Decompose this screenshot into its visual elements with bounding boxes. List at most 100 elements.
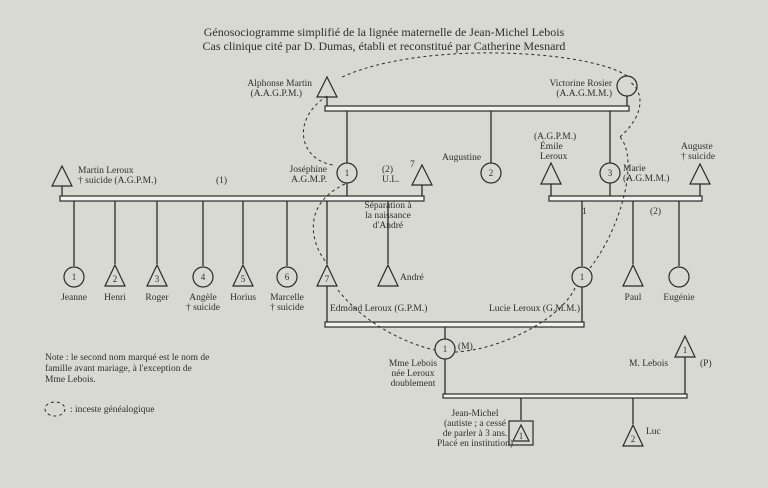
victorine-role: (A.A.G.M.M.): [556, 88, 612, 99]
m-lebois-name: M. Lebois: [629, 359, 668, 369]
auguste-symbol: [689, 162, 711, 185]
jean-michel-note-1: (autiste ; a cessé: [444, 418, 506, 429]
legend-incest-label: : inceste généalogique: [70, 405, 154, 415]
lucie-name: Lucie Leroux (G.M.M.): [489, 303, 580, 314]
alphonse-name: Alphonse Martin: [247, 79, 312, 89]
marie-name: Marie: [623, 164, 646, 174]
diagram-title: Génosociogramme simplifié de la lignée m…: [204, 25, 565, 39]
gen2-right-union-bar: [548, 195, 703, 202]
marcelle-note: † suicide: [270, 303, 304, 313]
edmond-number: 7: [325, 274, 330, 284]
marie-role: (A.G.M.M.): [623, 173, 669, 184]
note-line-1: Note : le second nom marqué est le nom d…: [45, 353, 209, 363]
jean-michel-note-3: Placé en institution): [437, 438, 513, 449]
gen2-left-union-legs: [61, 183, 423, 196]
martin-symbol: [51, 164, 73, 187]
jean-michel-note-2: de parler à 3 ans.: [443, 429, 508, 439]
union-marie-auguste: (2): [650, 206, 661, 217]
edmond-name: Edmond Leroux (G.P.M.): [330, 303, 427, 314]
emile-symbol: [540, 161, 562, 185]
jean-michel-number: 1: [519, 431, 524, 441]
victorine-name: Victorine Rosier: [550, 79, 613, 89]
auguste-note: † suicide: [681, 152, 715, 162]
victorine-symbol: [616, 75, 638, 97]
mme-lebois-name: Mme Lebois: [389, 359, 438, 369]
jean-michel-frame: [508, 420, 534, 446]
augustine-name: Augustine: [442, 153, 481, 163]
alphonse-symbol: [316, 75, 338, 98]
marcelle-number: 6: [285, 272, 290, 282]
m-lebois-number: 1: [683, 345, 688, 355]
paul-symbol: [622, 263, 644, 287]
augustine-number: 2: [489, 168, 494, 178]
emile-first-name: Émile: [540, 140, 563, 152]
horius-name: Horius: [230, 293, 256, 303]
ul-union-label: (2): [382, 164, 393, 175]
gen4-union-legs: [444, 357, 686, 394]
gen5-descent-lines: [520, 398, 634, 424]
marcelle-name: Marcelle: [270, 293, 304, 303]
gen3-descent-lines: [73, 201, 680, 266]
jean-michel-symbol: [512, 423, 530, 442]
martin-role: † suicide (A.G.P.M.): [78, 175, 157, 186]
andre-symbol: [377, 263, 399, 287]
gen1-children-lines: [346, 111, 611, 163]
diagram-subtitle: Cas clinique cité par D. Dumas, établi e…: [203, 39, 566, 53]
mme-lebois-number: 1: [443, 344, 448, 354]
ul-number: 7: [410, 160, 415, 170]
mme-lebois-note: doublement: [391, 379, 436, 389]
ul-symbol: [411, 163, 433, 186]
m-lebois-tag: (P): [700, 358, 712, 369]
mme-lebois-tag: (M): [458, 341, 473, 352]
augustine-symbol: [480, 162, 502, 184]
paul-name: Paul: [625, 293, 642, 303]
martin-name: Martin Leroux: [78, 166, 134, 176]
gen1-union-legs: [326, 96, 628, 106]
note-line-2: famille avant mariage, à l'exception de: [45, 363, 192, 374]
gen2-right-union-legs: [550, 183, 701, 196]
jean-michel-name: Jean-Michel: [452, 409, 499, 419]
josephine-name: Joséphine: [290, 165, 327, 175]
horius-number: 5: [241, 274, 246, 284]
angele-number: 4: [201, 272, 206, 282]
eugenie-symbol: [668, 266, 690, 288]
marie-number: 3: [608, 168, 613, 178]
emile-role: (A.G.P.M.): [534, 131, 576, 142]
henri-name: Henri: [104, 293, 126, 303]
josephine-number: 1: [345, 168, 350, 178]
gen4-union-bar: [442, 393, 688, 399]
roger-name: Roger: [145, 293, 169, 303]
roger-symbol: [146, 263, 168, 287]
angele-name: Angèle: [189, 293, 216, 303]
union-martin-josephine: (1): [216, 175, 227, 186]
angele-note: † suicide: [186, 303, 220, 313]
union-emile-marie: 1: [582, 207, 587, 217]
horius-symbol: [232, 263, 254, 287]
henri-number: 2: [113, 274, 118, 284]
roger-number: 3: [155, 274, 160, 284]
legend-incest-symbol: [44, 401, 66, 417]
mme-lebois-maiden: née Leroux: [392, 369, 435, 379]
luc-symbol: [622, 423, 644, 447]
lucie-number: 1: [580, 272, 585, 282]
jeanne-name: Jeanne: [61, 293, 87, 303]
jeanne-number: 1: [72, 272, 77, 282]
gen3-union-legs: [326, 286, 583, 322]
note-line-3: Mme Lebois.: [45, 375, 96, 385]
alphonse-role: (A.A.G.P.M.): [251, 88, 302, 99]
emile-last-name: Leroux: [540, 152, 568, 162]
incest-loop: [302, 52, 641, 353]
luc-name: Luc: [646, 427, 661, 437]
luc-number: 2: [631, 434, 636, 444]
angele-symbol: [192, 266, 214, 288]
gen1-union-bar: [324, 105, 630, 112]
jeanne-symbol: [63, 266, 85, 288]
eugenie-name: Eugénie: [663, 293, 694, 303]
josephine-role: A.G.M.P.: [291, 175, 327, 185]
marcelle-symbol: [276, 266, 298, 288]
gen3-union-bar: [324, 321, 585, 328]
henri-symbol: [104, 263, 126, 287]
auguste-name: Auguste: [681, 142, 713, 152]
